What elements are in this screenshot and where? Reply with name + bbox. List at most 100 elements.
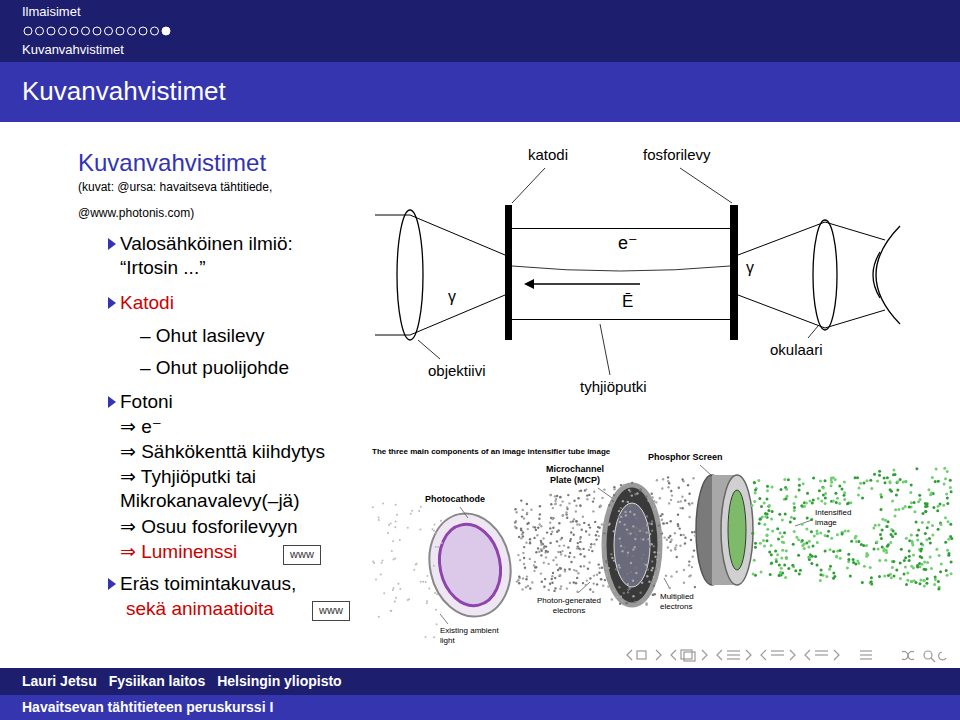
particle: [538, 518, 540, 520]
particle: [540, 554, 542, 556]
particle: [861, 497, 864, 500]
part-name: Photocathode: [425, 494, 485, 505]
particle: [781, 549, 784, 552]
photocathode-face: [432, 519, 508, 612]
particle: [838, 502, 841, 505]
particle: [684, 499, 686, 501]
particle: [780, 556, 783, 559]
particle: [891, 566, 894, 569]
particle: [373, 562, 375, 564]
particle: [433, 636, 435, 638]
particle: [629, 587, 631, 589]
particle: [798, 478, 801, 481]
particle: [891, 500, 894, 503]
particle: [944, 516, 947, 519]
particle: [635, 566, 637, 568]
particle: [576, 577, 578, 579]
block-title: Kuvanvahvistimet: [78, 148, 266, 178]
particle: [777, 538, 780, 541]
particle: [394, 557, 396, 559]
particle: [541, 550, 543, 552]
particle: [917, 500, 920, 503]
particle: [780, 488, 783, 491]
particle: [602, 585, 604, 587]
particle: [803, 505, 806, 508]
particle: [558, 529, 560, 531]
particle: [866, 554, 869, 557]
particle: [819, 579, 822, 582]
particle: [824, 497, 827, 500]
bullet-marker: [108, 578, 116, 590]
particle: [529, 587, 531, 589]
particle: [675, 544, 677, 546]
particle: [908, 550, 911, 553]
particle: [682, 507, 684, 509]
particle: [663, 536, 665, 538]
particle: [590, 543, 592, 545]
particle: [627, 552, 629, 554]
part-name: Existing ambient light: [440, 626, 500, 646]
particle: [653, 576, 655, 578]
particle: [878, 474, 881, 477]
part-name: Photon-generated electrons: [530, 596, 608, 616]
progress-dot: [162, 27, 170, 35]
particle: [814, 555, 817, 558]
particle: [947, 538, 950, 541]
particle: [624, 511, 626, 513]
particle: [916, 538, 919, 541]
particle: [426, 602, 428, 604]
particle: [892, 469, 895, 472]
particle: [589, 577, 591, 579]
particle: [890, 533, 893, 536]
particle: [599, 504, 601, 506]
particle: [694, 534, 696, 536]
nav-bar: [815, 650, 828, 651]
particle: [524, 567, 526, 569]
particle: [895, 493, 898, 496]
particle: [549, 527, 551, 529]
particle: [753, 500, 756, 503]
particle: [540, 525, 542, 527]
particle: [551, 531, 553, 533]
particle: [931, 524, 934, 527]
particle: [523, 563, 525, 565]
leader-line: [664, 578, 670, 589]
particle: [925, 538, 928, 541]
particle: [946, 502, 949, 505]
particle: [595, 534, 597, 536]
particle: [886, 525, 889, 528]
sub-item: – Ohut lasilevy: [140, 324, 265, 348]
particle: [613, 530, 615, 532]
particle: [573, 500, 575, 502]
particle: [903, 573, 906, 576]
particle: [832, 476, 835, 479]
cathode-plate: [505, 205, 512, 340]
particle: [632, 548, 634, 550]
part-name: fosforilevy: [643, 146, 711, 165]
particle: [894, 508, 897, 511]
particle: [887, 543, 890, 546]
part-name: Microchannel Plate (MCP): [540, 464, 610, 487]
bullet-text: Katodi: [120, 291, 174, 315]
particle: [633, 513, 635, 515]
particle: [619, 537, 621, 539]
particle: [557, 569, 559, 571]
particle: [847, 553, 850, 556]
particle: [900, 548, 903, 551]
nav-symbols: [627, 650, 946, 662]
particle: [549, 494, 551, 496]
particle: [819, 573, 822, 576]
particle: [649, 533, 651, 535]
particle: [622, 500, 624, 502]
particle: [596, 583, 598, 585]
mcp-disk: [604, 485, 660, 605]
particle: [598, 567, 600, 569]
particle: [659, 497, 661, 499]
particle: [526, 523, 528, 525]
nav-frame: [684, 652, 695, 661]
particle: [816, 541, 819, 544]
particle: [791, 564, 794, 567]
particle: [628, 489, 630, 491]
bullet-marker: [108, 297, 116, 309]
bullet-text: Eräs toimintakuvaus,: [120, 572, 296, 596]
